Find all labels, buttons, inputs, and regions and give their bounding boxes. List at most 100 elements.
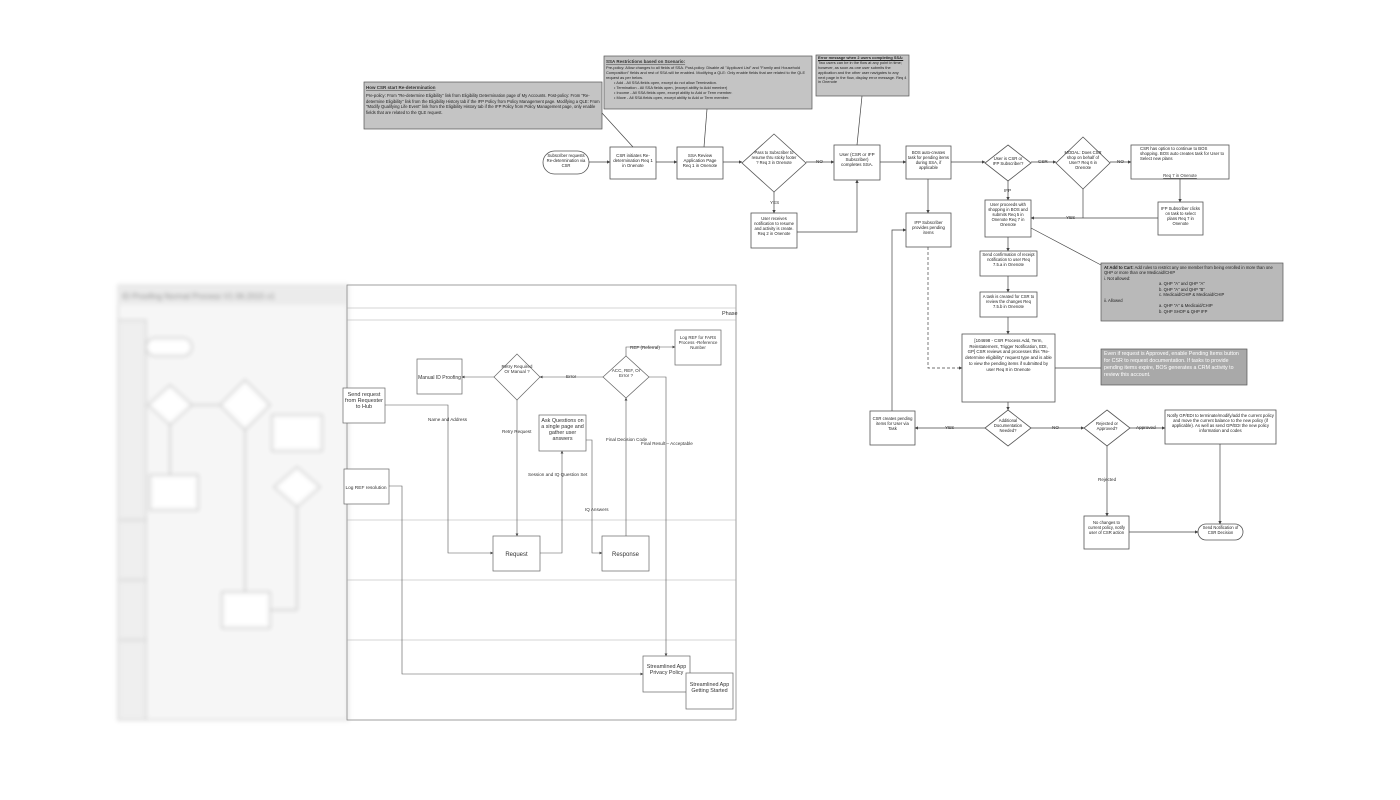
node-acc-ref-error-label: ACC, REF, Or Error ?: [611, 368, 641, 378]
note-allowed: ii. Allowed: [1104, 297, 1123, 303]
node-csr-initiates: [609, 146, 657, 180]
note-ssa-bullet: • Move - All SSA fields open, except abi…: [614, 95, 730, 101]
note-ssa-bullet: • Income - All SSA fields open, except a…: [614, 90, 733, 96]
node-ifp-clicks: [1157, 201, 1204, 236]
node-ask-questions: [538, 414, 587, 452]
edge-label-no: NO: [1052, 425, 1059, 430]
edge-label-yes: YES: [945, 425, 954, 430]
edge-label-rejected: Rejected: [1098, 477, 1117, 482]
node-log-ref-resolution-label: Log REF resolution: [345, 485, 386, 491]
note-ssa-bullet: • Add - All SSA fields open, except do n…: [614, 80, 717, 86]
node-csr-option: [1130, 144, 1230, 180]
node-log-ref-fars: [674, 329, 722, 366]
node-notify-gp-edi-label: Notify GP/EDI to terminate/modify/add th…: [1167, 413, 1274, 433]
node-ssa-review: [676, 146, 724, 180]
label-final-decision: Final Decision Code: [606, 437, 648, 442]
node-request-label: Request: [505, 552, 528, 558]
note-not-allowed-item: c. Medicaid/CHIP & Medicaid/CHIP: [1159, 292, 1225, 298]
label-iq-answers: IQ Answers: [585, 507, 609, 512]
edge-label-no: NO: [816, 159, 823, 164]
note-allowed-item: b. QHP SHOP & QHP IFP: [1159, 308, 1208, 314]
note-add-to-cart: [1100, 262, 1284, 322]
node-send-request: [342, 387, 386, 424]
node-no-changes-label: No changes to current policy, notify use…: [1088, 520, 1125, 535]
label-error: Error: [566, 374, 577, 379]
note-allowed-item: a. QHP "A" & Medicaid/CHIP: [1159, 303, 1213, 309]
node-response: [601, 535, 650, 572]
node-send-notification-label: Send Notification of CSR Decision: [1202, 525, 1239, 535]
node-bos-auto-creates-label: BOS auto-creates task for pending items …: [908, 150, 949, 170]
edge-label-csr: CSR: [1038, 159, 1048, 164]
node-csr-creates-pending-label: CSR creates pending items for User via T…: [872, 416, 913, 431]
node-csr-reviews-label: [104698 - CSR Process Add, Term, Reinsta…: [965, 338, 1052, 372]
node-log-ref-fars-label: Log REF for FARS Process -Reference Numb…: [678, 335, 718, 350]
note-error-message: [815, 54, 910, 97]
node-modal-csr-shop-label: MODAL: Does CSR shop on behalf of User? …: [1064, 150, 1102, 170]
label-ref-referral: REF (Referral): [630, 345, 660, 350]
node-log-ref-resolution: [343, 468, 390, 505]
node-subscriber-requests: [542, 150, 590, 175]
node-csr-option-label: CSR has option to continue to BOS shoppi…: [1140, 146, 1225, 161]
note-ssa-bullet: • Termination - All SSA fields open, (ex…: [614, 85, 728, 91]
edge-label-approved: Approved: [1136, 425, 1156, 430]
note-add-to-cart-title: At Add to Cart:: [1104, 265, 1134, 270]
note-pending-items-body: Even if request is Approved, enable Pend…: [1104, 351, 1239, 378]
note-ssa-restrictions-body: Pre-policy: Allow changes to all fields …: [606, 65, 806, 81]
label-session-iq: Session and IQ Question Set: [528, 472, 588, 477]
node-csr-option-req: Req 7 in Onenote: [1163, 173, 1197, 178]
node-privacy-policy-label: Streamlined App Privacy Policy: [646, 664, 687, 676]
note-add-to-cart-body: Add rules to restrict any one member fro…: [1104, 265, 1273, 276]
node-getting-started-label: Streamlined App Getting Started: [689, 682, 730, 694]
node-user-proceeds-label: User proceeds with shopping in BOS and s…: [988, 202, 1028, 227]
node-task-created: [979, 291, 1038, 318]
node-getting-started: [685, 672, 734, 710]
note-error-message-body: Two users can be in the flow at any poin…: [818, 59, 907, 85]
note-not-allowed-item: a. QHP "A" and QHP "A": [1159, 281, 1205, 287]
note-how-csr-start: [363, 81, 603, 130]
note-ssa-restrictions: [603, 55, 813, 110]
label-retry-request: Retry Request: [502, 429, 532, 434]
edge-label-no: NO: [1117, 159, 1124, 164]
right-diagram: How CSR start Re-determination Pre-polic…: [363, 54, 1284, 550]
node-subscriber-requests-label: Subscriber requests Re-determination via…: [546, 153, 586, 168]
edge-label-yes: YES: [770, 200, 779, 205]
node-ifp-provides-label: IFP Subscriber provides pending items: [912, 220, 945, 235]
node-ask-questions-label: Ask Questions on a single page and gathe…: [541, 418, 584, 442]
left-diagram-blurred-region: ID Proofing Normal Process V1 06.2015 v1: [117, 284, 349, 721]
node-ifp-clicks-label: IFP Subscriber clicks on task to select …: [1160, 206, 1201, 226]
node-send-request-label: Send request from Requester to Hub: [345, 392, 383, 410]
note-pending-items: [1100, 348, 1248, 386]
left-diagram-title: ID Proofing Normal Process V1 06.2015 v1: [122, 292, 276, 301]
node-additional-documentation-label: Additional Documentation Needed?: [993, 418, 1023, 433]
node-user-completes-label: User (CSR or IFP Subscriber) completes S…: [839, 152, 875, 167]
node-response-label: Response: [612, 552, 640, 558]
node-send-confirmation-label: Send confirmation of receipt notificatio…: [982, 252, 1035, 267]
node-task-created-label: A task is created for CSR to review the …: [982, 294, 1035, 309]
edge-label-ifp: IFP: [1004, 188, 1011, 193]
node-pass-to-subscriber-label: Pass to Subscriber to resume thru sticky…: [751, 150, 797, 165]
note-error-message-title: Error message when 2 users completing SS…: [818, 56, 904, 60]
node-user-receives-label: User receives notification to resume and…: [754, 216, 794, 236]
node-user-proceeds: [984, 199, 1032, 238]
note-how-csr-start-title: How CSR start Re-determination: [366, 85, 436, 90]
label-final-result: Final Result – Acceptable: [641, 441, 693, 446]
node-csr-creates-pending: [869, 410, 916, 446]
node-ifp-provides: [905, 212, 952, 248]
node-retry-required-label: Retry Required Or Manual ?: [501, 364, 533, 374]
node-manual-id-proofing-label: Manual ID Proofing: [418, 375, 461, 381]
node-rejected-or-approved-label: Rejected or Approved?: [1096, 421, 1118, 431]
node-additional-documentation: [984, 409, 1032, 447]
left-diagram: ID Proofing Normal Process V1 06.2015 v1…: [117, 284, 738, 721]
node-no-changes: [1083, 515, 1130, 550]
note-how-csr-start-body: Pre-policy: From "Re-determine Eligibili…: [366, 93, 600, 116]
node-user-is-csr-label: User is CSR or IFP Subscriber?: [992, 156, 1024, 166]
note-not-allowed-item: b. QHP "A" and QHP "B": [1159, 286, 1205, 292]
label-name-address: Name and Address: [428, 417, 468, 422]
node-csr-initiates-label: CSR initiates Re-determination Req 1 in …: [613, 153, 653, 168]
phase-label: Phase: [722, 311, 738, 317]
edge-label-yes: YES: [1066, 215, 1075, 220]
node-notify-gp-edi: [1164, 409, 1277, 445]
note-ssa-restrictions-title: SSA Restrictions based on Scenario:: [606, 59, 686, 64]
note-not-allowed: i. Not allowed:: [1104, 275, 1131, 281]
